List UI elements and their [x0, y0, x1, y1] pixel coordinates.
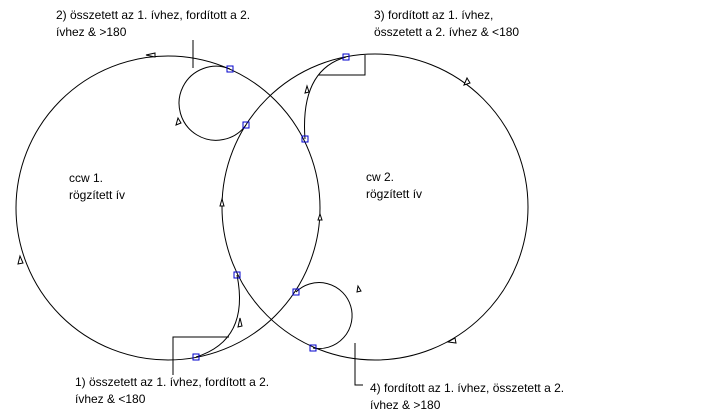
arrow-icon: [219, 197, 225, 207]
direction-arrows: [17, 52, 471, 344]
arc-1-label: ccw 1. rögzített ív: [69, 170, 125, 204]
annotation-2-line2: ívhez & >180: [56, 25, 127, 39]
annotation-1: 1) összetett az 1. ívhez, fordított a 2.…: [75, 374, 269, 408]
arrow-icon: [317, 212, 323, 221]
arrow-icon: [304, 84, 310, 94]
annotation-3-line2: összetett a 2. ívhez & <180: [374, 25, 520, 39]
annotation-4-line1: 4) fordított az 1. ívhez, összetett a 2.: [370, 381, 565, 395]
annotation-4-line2: ívhez & >180: [370, 398, 441, 412]
arc-2-label: cw 2. rögzített ív: [366, 169, 422, 203]
arrow-icon: [237, 317, 243, 328]
grip-square[interactable]: [301, 135, 309, 143]
tangent-arc-3: [304, 56, 347, 140]
grip-square[interactable]: [309, 344, 317, 352]
arrow-icon: [145, 52, 156, 58]
arc-2-label-line2: rögzített ív: [366, 187, 423, 201]
arc-1-label-line1: ccw 1.: [69, 171, 104, 185]
leader-1: [172, 336, 229, 375]
grip-square[interactable]: [226, 65, 234, 73]
arrow-icon: [446, 337, 457, 344]
annotation-2-line1: 2) összetett az 1. ívhez, fordított a 2.: [56, 8, 251, 22]
arrow-icon: [356, 284, 362, 293]
annotation-4: 4) fordított az 1. ívhez, összetett a 2.…: [370, 380, 564, 414]
grip-square[interactable]: [233, 271, 241, 279]
grip-square[interactable]: [292, 288, 300, 296]
grip-square[interactable]: [342, 53, 350, 61]
arc-2-label-line1: cw 2.: [366, 170, 395, 184]
arc-1-label-line2: rögzített ív: [69, 188, 126, 202]
arrow-icon: [175, 116, 182, 126]
leader-3: [318, 55, 366, 76]
grip-square[interactable]: [242, 121, 250, 129]
grip-points: [192, 53, 350, 361]
tangent-arc-4: [295, 282, 353, 350]
annotation-3-line1: 3) fordított az 1. ívhez,: [374, 8, 494, 22]
annotation-2: 2) összetett az 1. ívhez, fordított a 2.…: [56, 7, 250, 41]
annotation-3: 3) fordított az 1. ívhez, összetett a 2.…: [374, 7, 519, 41]
fixed-arc-1-circle: [15, 55, 321, 361]
arrow-icon: [463, 76, 471, 86]
leader-4: [354, 343, 363, 386]
tangent-arc-2: [178, 65, 247, 141]
annotation-1-line1: 1) összetett az 1. ívhez, fordított a 2.: [75, 375, 270, 389]
grip-square[interactable]: [192, 353, 200, 361]
tangent-arc-1: [195, 274, 241, 358]
annotation-1-line2: ívhez & <180: [75, 392, 146, 406]
fixed-arc-2-circle: [221, 53, 529, 361]
arrow-icon: [17, 254, 24, 265]
